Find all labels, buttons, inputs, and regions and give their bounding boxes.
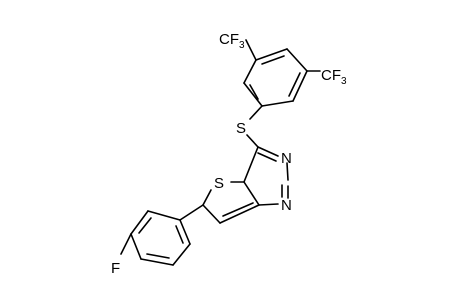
nitrogen-lower-label: N [281,197,292,214]
double-bond-inner [257,152,277,162]
bond [202,204,221,224]
bond-thiophene-to-phenyl [179,204,204,221]
bond [261,100,294,107]
sulfur-thioether-label: S [236,120,246,137]
cf3-top-label: CF3 [219,31,245,51]
double-bond-inner [138,217,152,234]
bond [258,203,279,206]
double-bond-inner [288,72,301,97]
double-bond-inner [222,202,254,217]
bond-to-fluorine [120,233,132,255]
bond-aryl-to-s [249,105,263,120]
pyrimidine-ring [243,146,289,206]
bond [286,162,289,181]
bond [219,204,260,224]
fluorophenyl-ring [130,210,191,266]
bond [243,146,259,183]
bond [255,48,288,61]
bond [130,210,149,235]
bis-cf3-phenyl-ring [243,48,308,107]
bond [130,233,142,260]
sulfur-thiophene-label: S [214,175,224,192]
bond [202,189,212,206]
bond [140,258,174,266]
bond [292,70,308,102]
bond [243,59,257,84]
bond [243,181,260,206]
bond [243,82,263,107]
bond [286,48,308,72]
double-bond-inner [175,225,184,244]
double-bond-inner [261,55,285,65]
cf3-right-label: CF3 [321,67,347,87]
bond [179,219,191,245]
double-bond-inner [249,84,259,100]
fluorine-label: F [111,260,120,277]
bond [147,210,181,221]
bond-s-to-pyrimidine [246,134,259,148]
thiophene-ring [202,181,260,224]
bond [172,243,191,266]
bond [257,146,279,157]
double-bond-inner [146,253,170,259]
nitrogen-upper-label: N [281,150,292,167]
bond-to-cf3-top [245,39,257,61]
